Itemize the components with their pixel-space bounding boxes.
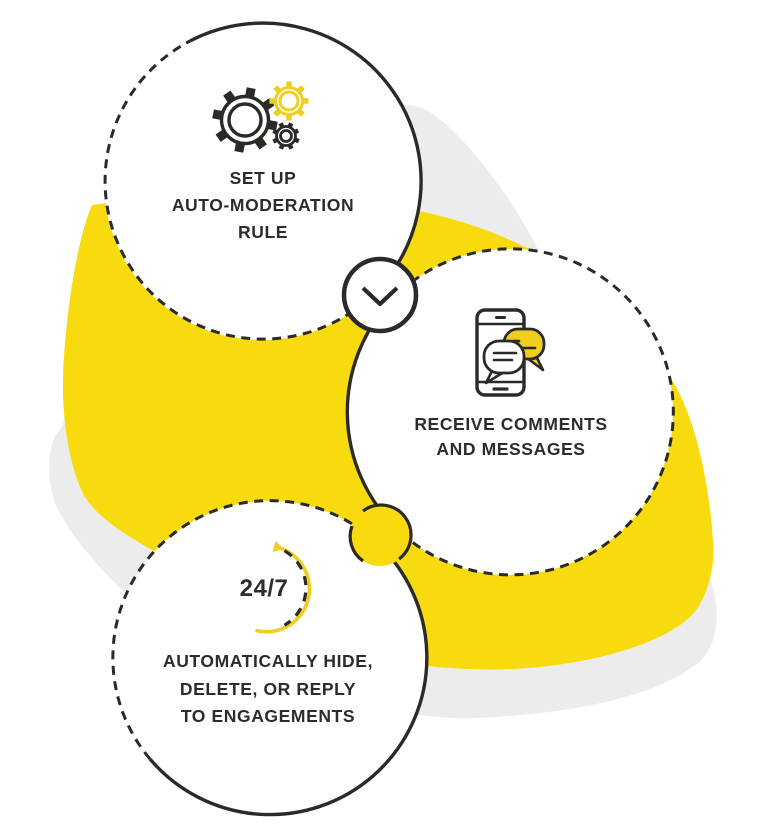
step-circle-1: [103, 21, 423, 341]
connector-dot: [348, 503, 413, 566]
label-line: SET UP: [229, 168, 297, 188]
label-line: DELETE, OR REPLY: [179, 678, 357, 699]
step-circle-1-fill: [104, 24, 420, 340]
step-circle-2-dashed-arc: [387, 247, 675, 577]
connector-dot-arc-sw: [348, 525, 364, 563]
step-2-label: RECEIVE COMMENTS AND MESSAGES: [414, 412, 607, 462]
step-circle-3-solid-arc: [148, 539, 429, 817]
small-gear-icon: [272, 122, 300, 150]
gears-icon: [212, 81, 309, 153]
cycle-arrowhead: [272, 541, 284, 552]
badge-24-7: 24/7: [239, 575, 289, 602]
step-3-label: AUTOMATICALLY HIDE, DELETE, OR REPLY TO …: [163, 648, 373, 731]
label-line: AND MESSAGES: [436, 439, 586, 459]
yellow-gear-icon: [269, 81, 309, 121]
chevron-down-connector: [341, 256, 419, 334]
large-gear-icon: [212, 87, 278, 153]
step-circle-1-dashed-arc: [103, 39, 354, 341]
chat-bubble-white: [482, 339, 526, 385]
step-circle-3: [111, 499, 429, 817]
chevron-connector-circle: [341, 256, 419, 334]
phone-chat-icon: [475, 308, 546, 397]
chevron-down-icon: [361, 286, 399, 307]
label-line: RECEIVE COMMENTS: [414, 414, 608, 434]
cycle-24-7-icon: [255, 541, 312, 634]
label-line: RULE: [237, 222, 289, 242]
step-circle-1-solid-arc: [189, 21, 423, 313]
connector-dot-arc-ne: [362, 503, 413, 561]
label-line: AUTO-MODERATION: [171, 195, 355, 215]
label-line: AUTOMATICALLY HIDE,: [162, 651, 374, 671]
step-1-label: SET UP AUTO-MODERATION RULE: [172, 165, 354, 246]
step-circle-3-dashed-arc: [111, 499, 377, 760]
label-line: TO ENGAGEMENTS: [180, 706, 356, 726]
connector-dot-fill: [350, 506, 410, 566]
step-circle-3-fill: [113, 501, 427, 815]
step-circle-2-fill: [347, 249, 673, 575]
